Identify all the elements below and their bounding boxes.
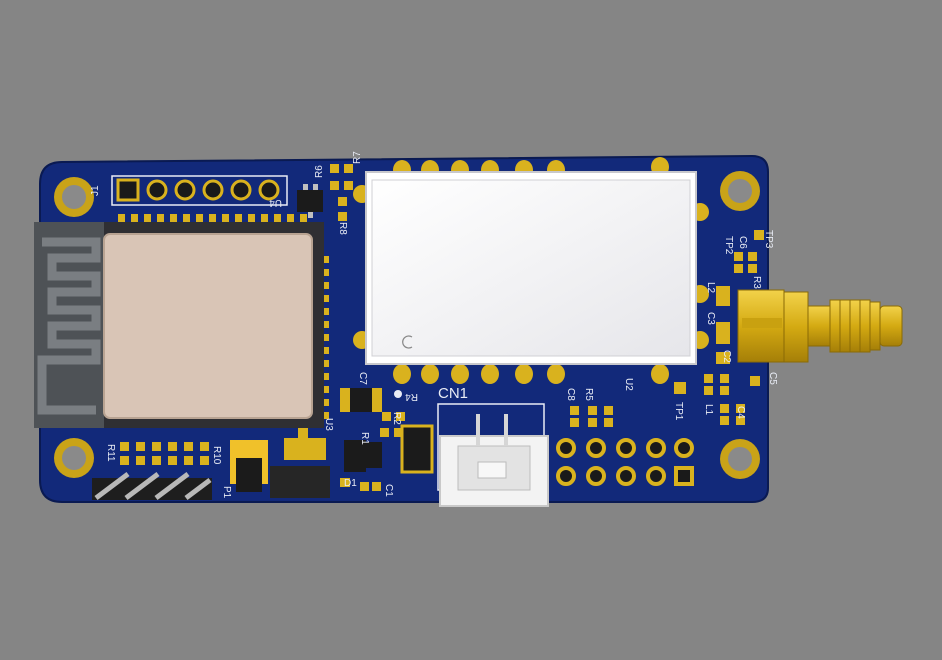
- label-r1: R1: [359, 432, 370, 445]
- label-p1: P1: [221, 486, 232, 499]
- label-u2: U2: [623, 378, 634, 391]
- esp32-module: [34, 214, 329, 428]
- label-u4: U4: [269, 197, 282, 208]
- label-j1: J1: [90, 185, 101, 196]
- label-r8: R8: [337, 222, 348, 235]
- label-r11: R11: [105, 444, 116, 462]
- label-r4: R4: [405, 391, 418, 402]
- label-r3: R3: [751, 276, 762, 289]
- label-r7: R7: [352, 151, 363, 164]
- label-tp1: TP1: [673, 402, 684, 421]
- regulators: [230, 428, 330, 498]
- header-j1: [111, 175, 288, 206]
- label-r10: R10: [211, 446, 222, 465]
- label-c1: C1: [383, 484, 394, 497]
- label-c4: C4: [735, 406, 746, 419]
- label-c6: C6: [737, 236, 748, 249]
- label-c3: C3: [705, 312, 716, 325]
- label-cn1: CN1: [438, 385, 468, 402]
- label-c5: C5: [767, 372, 778, 385]
- header-p1: [92, 472, 212, 500]
- mounting-holes: [54, 171, 760, 479]
- resistors-row: [120, 442, 209, 465]
- label-l1: L1: [703, 404, 714, 416]
- pcb-antenna-icon: [37, 237, 101, 415]
- connector-cn1: [437, 403, 549, 507]
- label-r6: R6: [314, 165, 325, 178]
- label-r2: R2: [391, 412, 402, 425]
- label-u3: U3: [323, 418, 334, 431]
- power-parts: [340, 388, 434, 491]
- small-parts-top: [297, 164, 353, 221]
- label-c7: C7: [357, 372, 368, 385]
- label-tp3: TP3: [763, 230, 774, 249]
- passives-c8-r5: [570, 382, 686, 427]
- rf-passives: [704, 230, 764, 425]
- header-2x5: [556, 438, 694, 486]
- label-d1: D1: [344, 478, 357, 489]
- label-c2: C2: [721, 350, 732, 363]
- label-r5: R5: [583, 388, 594, 401]
- label-c8: C8: [565, 388, 576, 401]
- sma-connector-icon: [737, 289, 903, 363]
- label-tp2: TP2: [723, 236, 734, 255]
- label-l2: L2: [705, 282, 716, 294]
- lora-module: [353, 157, 709, 384]
